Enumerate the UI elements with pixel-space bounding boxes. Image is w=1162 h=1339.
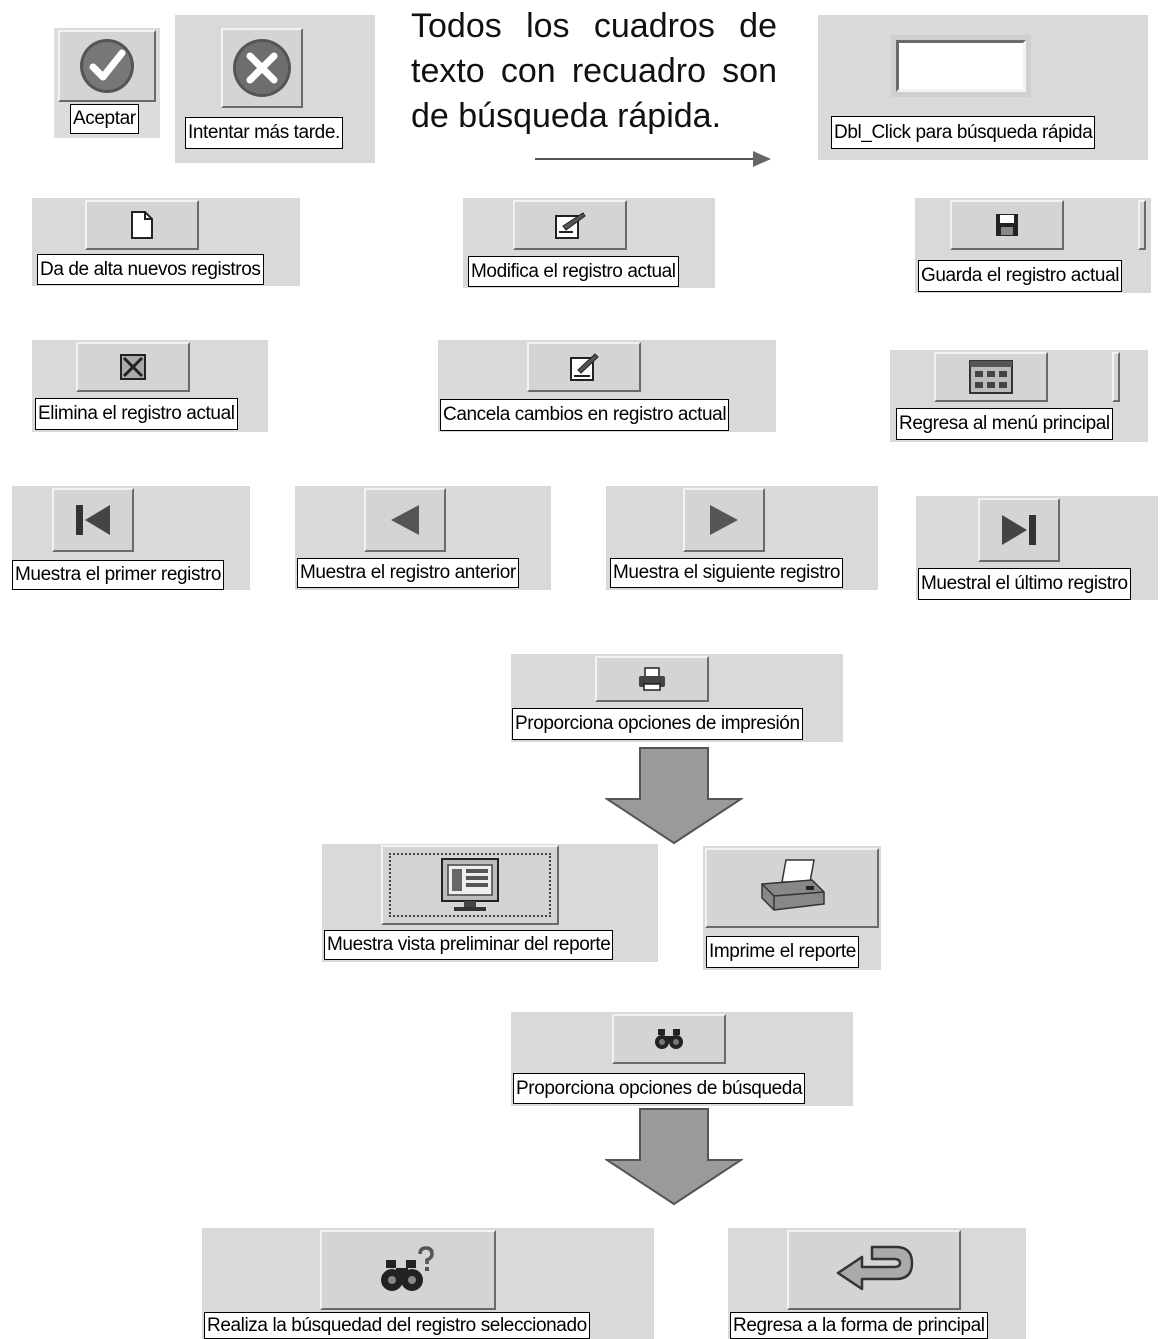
down-arrow-print [605,747,743,845]
search-record-button[interactable] [320,1230,496,1310]
print-report-button[interactable] [705,848,879,928]
printer-large-icon [756,858,828,918]
binoculars-icon [654,1028,684,1050]
floppy-disk-icon [995,213,1019,237]
siguiente-button[interactable] [683,488,765,552]
cancela-label: Cancela cambios en registro actual [440,399,730,431]
monitor-preview-icon [438,857,502,913]
anterior-label: Muestra el registro anterior [297,558,519,588]
elimina-button[interactable] [76,342,190,392]
print-label: Proporciona opciones de impresión [512,708,803,740]
aceptar-button[interactable] [58,30,156,102]
previous-record-icon [387,502,423,538]
menu-edge [1112,352,1120,402]
delete-icon [119,353,147,381]
preview-label: Muestra vista preliminar del reporte [324,930,614,960]
first-record-icon [73,502,113,538]
siguiente-label: Muestra el siguiente registro [610,558,844,588]
aceptar-label: Aceptar [70,104,139,134]
ultimo-label: Muestral el último registro [918,568,1131,600]
nuevo-label: Da de alta nuevos registros [37,254,264,285]
primero-label: Muestra el primer registro [12,560,225,590]
guarda-button[interactable] [950,200,1064,250]
x-icon [231,37,293,99]
menu-grid-icon [969,360,1013,394]
printer-icon [637,666,667,692]
nuevo-button[interactable] [85,200,199,250]
menu-label: Regresa al menú principal [896,408,1113,440]
cancel-edit-icon [568,352,600,382]
search-button[interactable] [612,1014,726,1064]
binoculars-question-icon [380,1246,436,1294]
last-record-icon [999,512,1039,548]
modifica-label: Modifica el registro actual [468,256,679,287]
down-arrow-search [605,1108,743,1206]
intro-arrow [535,150,775,170]
preview-button[interactable] [381,845,559,925]
back-button[interactable] [787,1230,961,1310]
intentar-label: Intentar más tarde. [185,117,343,149]
elimina-label: Elimina el registro actual [35,398,238,430]
return-arrow-icon [832,1241,916,1299]
anterior-button[interactable] [364,488,446,552]
back-label: Regresa a la forma de principal [730,1312,988,1339]
text-box-icon [896,40,1026,92]
print-button[interactable] [595,656,709,702]
edit-icon [553,210,587,240]
next-record-icon [706,502,742,538]
quick-search-label: Dbl_Click para búsqueda rápida [831,116,1096,149]
intentar-button[interactable] [221,28,303,108]
guarda-edge [1138,200,1146,250]
primero-button[interactable] [52,488,134,552]
search-label: Proporciona opciones de búsqueda [513,1073,806,1104]
intro-text: Todos los cuadros de texto con recuadro … [411,7,777,135]
print-report-label: Imprime el reporte [706,936,859,968]
guarda-label: Guarda el registro actual [918,260,1123,292]
modifica-button[interactable] [513,200,627,250]
ultimo-button[interactable] [978,498,1060,562]
cancela-button[interactable] [527,342,641,392]
new-document-icon [130,210,154,240]
search-record-label: Realiza la búsquedad del registro selecc… [204,1312,590,1339]
check-icon [78,37,136,95]
menu-button[interactable] [934,352,1048,402]
